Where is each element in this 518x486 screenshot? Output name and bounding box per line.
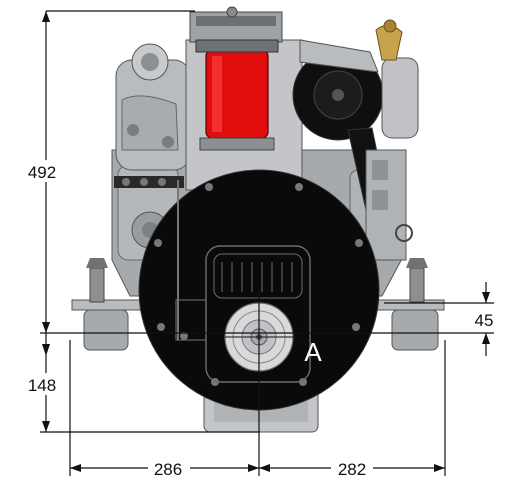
control-rod — [175, 180, 207, 341]
air-filter — [292, 39, 384, 141]
engine-mount-right — [371, 258, 445, 351]
coolant-housing — [375, 19, 419, 139]
label-height-148: 148 — [28, 376, 56, 395]
label-width-282: 282 — [338, 460, 366, 479]
label-width-286: 286 — [154, 460, 182, 479]
fuel-filter — [195, 39, 279, 151]
left-bracket — [114, 176, 184, 188]
flange-crosshair — [225, 300, 300, 378]
offset-dimension-45 — [482, 282, 490, 356]
engine-illustration — [71, 6, 445, 433]
dimension-labels: 492 148 45 286 282 A — [22, 160, 493, 479]
right-components — [365, 149, 413, 261]
label-height-492: 492 — [28, 163, 56, 182]
turbo-housing — [115, 43, 191, 171]
label-offset-45: 45 — [475, 311, 494, 330]
reference-point-label: A — [304, 337, 322, 367]
